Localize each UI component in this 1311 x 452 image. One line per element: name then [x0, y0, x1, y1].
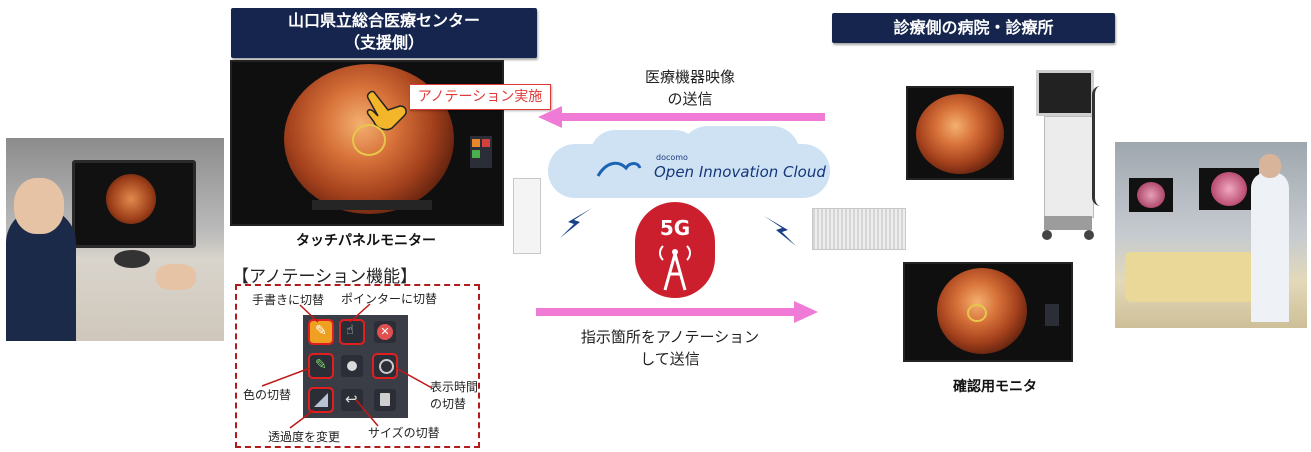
trash-icon: [380, 393, 390, 406]
hand-pointer-icon: ☝: [346, 323, 354, 338]
video-transfer-arrowhead: [538, 106, 562, 128]
lightning-icon: [760, 214, 800, 248]
annotation-transfer-arrow: [536, 308, 796, 316]
timer-icon: [379, 359, 394, 374]
pen-button[interactable]: ✎: [308, 319, 334, 345]
pointer-label: ポインターに切替: [341, 292, 438, 306]
clinic-header: 診療側の病院・診療所: [832, 13, 1115, 43]
color-pen-icon: ✎: [315, 357, 327, 373]
pen-icon: ✎: [315, 323, 327, 339]
transparency-button[interactable]: [308, 387, 334, 413]
doctor-photo: [6, 138, 224, 341]
antenna-icon: [657, 242, 693, 292]
size-button[interactable]: [341, 355, 363, 377]
cloud-logo-swirl: [596, 158, 642, 180]
undo-arrow-icon: ↩: [345, 390, 358, 408]
dot-icon: [347, 361, 357, 371]
display-time-button[interactable]: [372, 353, 398, 379]
video-transfer-text-2: の送信: [667, 90, 713, 108]
confirm-monitor: [903, 262, 1073, 362]
close-button[interactable]: ✕: [374, 321, 396, 343]
video-transfer-text-1: 医療機器映像: [644, 68, 735, 86]
transparency-icon: [314, 393, 328, 407]
display-time-label-1: 表示時間: [430, 380, 479, 394]
annotation-transfer-arrowhead: [794, 301, 818, 323]
color-label: 色の切替: [243, 388, 292, 402]
display-time-label-2: の切替: [430, 397, 467, 411]
touch-panel-label: タッチパネルモニター: [296, 233, 436, 249]
support-hospital-name: 山口県立総合医療センター: [287, 11, 480, 30]
trash-button[interactable]: [374, 389, 396, 411]
router-device: [513, 178, 541, 254]
procedure-room-photo: [1115, 142, 1307, 328]
annotation-features-box: [235, 284, 480, 448]
endoscope-tower: [1030, 66, 1110, 246]
handwriting-label: 手書きに切替: [252, 293, 325, 307]
support-side-label: （支援側）: [343, 33, 424, 52]
lightning-icon: [556, 206, 596, 240]
annotation-features-title: 【アノテーション機能】: [232, 267, 418, 287]
color-button[interactable]: ✎: [308, 353, 334, 379]
annotation-transfer-text-1: 指示箇所をアノテーション: [580, 328, 760, 346]
cloud-brand: docomo: [656, 153, 688, 162]
cloud-name: Open Innovation Cloud: [654, 163, 826, 181]
annotation-callout: アノテーション実施: [409, 84, 551, 110]
undo-button[interactable]: ↩: [341, 389, 363, 411]
support-hospital-header: 山口県立総合医療センター （支援側）: [231, 8, 537, 58]
video-transfer-arrow: [560, 113, 825, 121]
gateway-device: [812, 208, 906, 250]
5g-text: 5G: [659, 216, 691, 240]
hand-pointer-icon: [364, 88, 410, 132]
clinic-endoscope-monitor: [906, 86, 1014, 180]
size-label: サイズの切替: [368, 426, 440, 440]
pointer-button[interactable]: ☝: [339, 319, 365, 345]
transparency-label: 透過度を変更: [268, 430, 341, 444]
close-icon: ✕: [377, 324, 393, 340]
annotation-transfer-text-2: して送信: [640, 350, 700, 368]
5g-badge: 5G: [635, 202, 715, 298]
confirm-monitor-label: 確認用モニタ: [953, 379, 1037, 395]
